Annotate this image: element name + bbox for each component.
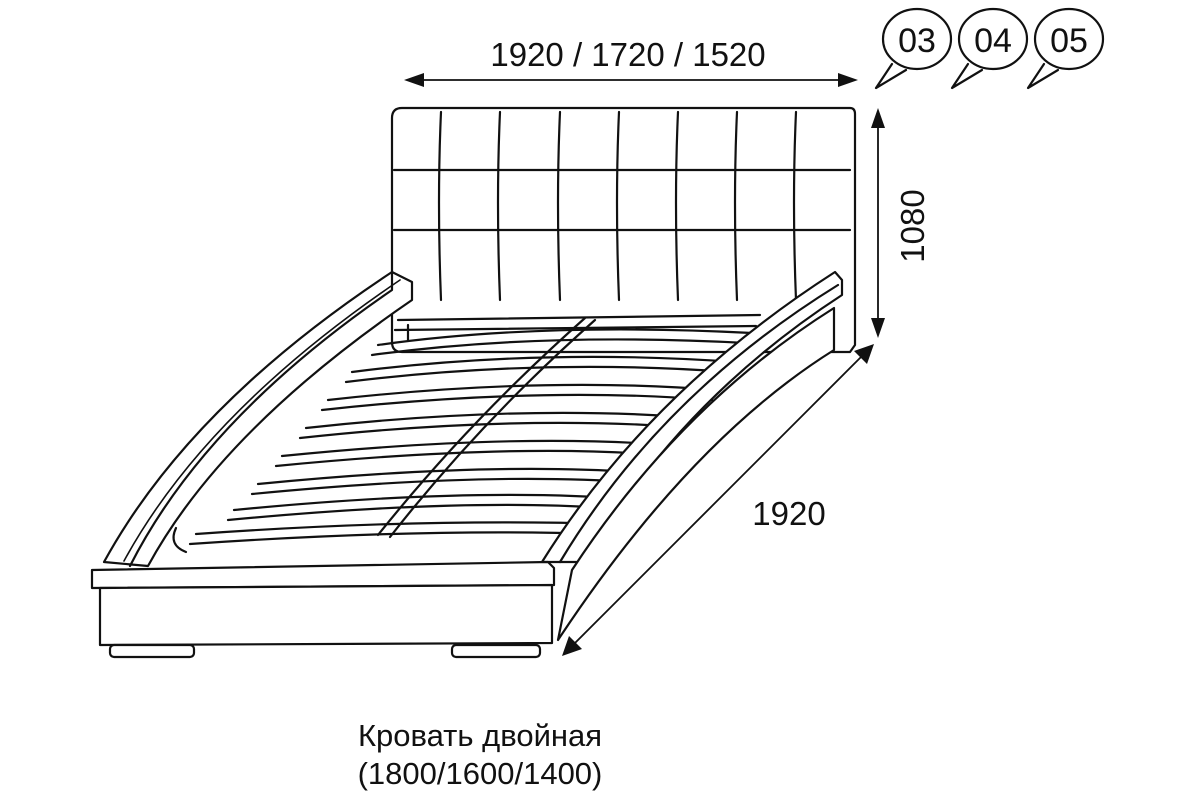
badge-04-label: 04: [974, 22, 1012, 60]
length-dimension: 1920: [562, 344, 874, 656]
caption-line-1: Кровать двойная: [357, 718, 603, 753]
right-side-rail: [540, 270, 844, 642]
badge-05-label: 05: [1050, 22, 1088, 60]
footboard: [90, 560, 556, 659]
badge-05: 05: [1026, 7, 1105, 90]
badge-03-label: 03: [898, 22, 936, 60]
height-dimension: 1080: [871, 108, 931, 338]
length-label: 1920: [752, 495, 825, 532]
front-right-foot: [450, 643, 542, 659]
width-label: 1920 / 1720 / 1520: [490, 36, 765, 73]
height-label: 1080: [894, 189, 931, 262]
left-side-rail: [102, 270, 414, 568]
caption-line-2: (1800/1600/1400): [357, 756, 603, 791]
width-dimension: 1920 / 1720 / 1520: [404, 36, 858, 87]
badge-04: 04: [950, 7, 1029, 90]
front-left-foot: [108, 643, 196, 659]
badge-03: 03: [874, 7, 953, 90]
